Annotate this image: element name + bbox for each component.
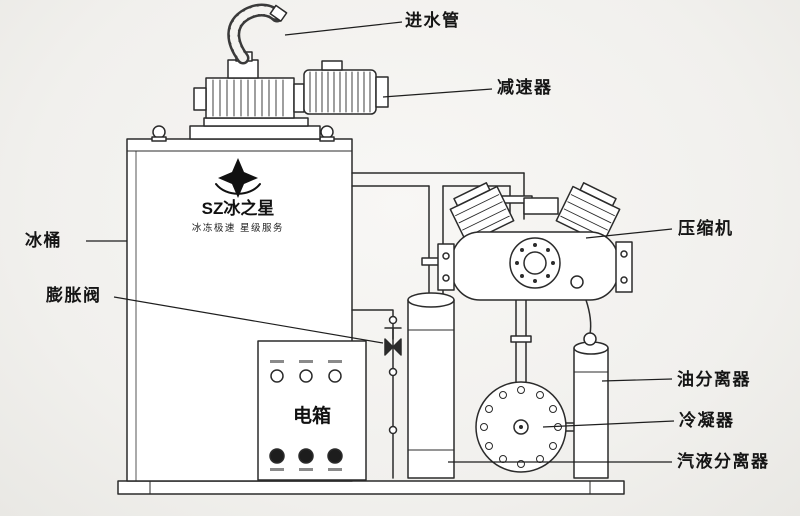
leader-condenser: [542, 420, 675, 428]
electric-box-panel: [257, 340, 367, 481]
label-compressor: 压缩机: [678, 219, 734, 238]
brand-logo: [215, 158, 261, 198]
push-button-icon[interactable]: [327, 448, 343, 464]
star-logo-icon: [218, 158, 258, 198]
label-reducer: 减速器: [497, 78, 553, 97]
indicator-light-icon[interactable]: [328, 369, 342, 383]
brand-name: SZ冰之星: [202, 198, 275, 218]
indicator-light-icon[interactable]: [270, 369, 284, 383]
label-ice-drum: 冰桶: [25, 231, 62, 250]
leader-compressor: [585, 228, 673, 239]
leader-oil-separator: [601, 378, 673, 382]
electric-box-label: 电箱: [293, 404, 331, 427]
condenser-vessel: [475, 381, 567, 473]
expansion-valve-assembly: [351, 309, 402, 479]
leader-water-inlet: [284, 21, 403, 36]
leader-reducer: [382, 88, 493, 98]
oil-separator-vessel: [573, 332, 609, 479]
gas-liquid-separator-vessel: [407, 292, 455, 479]
push-button-icon[interactable]: [269, 448, 285, 464]
motor: [303, 60, 389, 115]
water-inlet-hose: [227, 3, 288, 65]
label-expansion-valve: 膨胀阀: [46, 286, 102, 305]
push-button-icon[interactable]: [298, 448, 314, 464]
label-water-inlet-pipe: 进水管: [405, 11, 461, 30]
ice-drum-body: [126, 117, 353, 482]
refrigerant-piping: [351, 172, 592, 432]
label-condenser: 冷凝器: [679, 411, 735, 430]
reducer-gearbox: [193, 59, 305, 119]
indicator-light-icon[interactable]: [299, 369, 313, 383]
label-oil-separator: 油分离器: [677, 370, 751, 389]
brand-tagline: 冰冻极速 星级服务: [192, 222, 284, 234]
label-gas-liquid-separator: 汽液分离器: [677, 452, 770, 471]
compressor-body: [437, 182, 633, 301]
leader-lines: [86, 21, 675, 463]
leader-expansion-valve: [113, 296, 384, 344]
base-plate: [117, 480, 625, 495]
